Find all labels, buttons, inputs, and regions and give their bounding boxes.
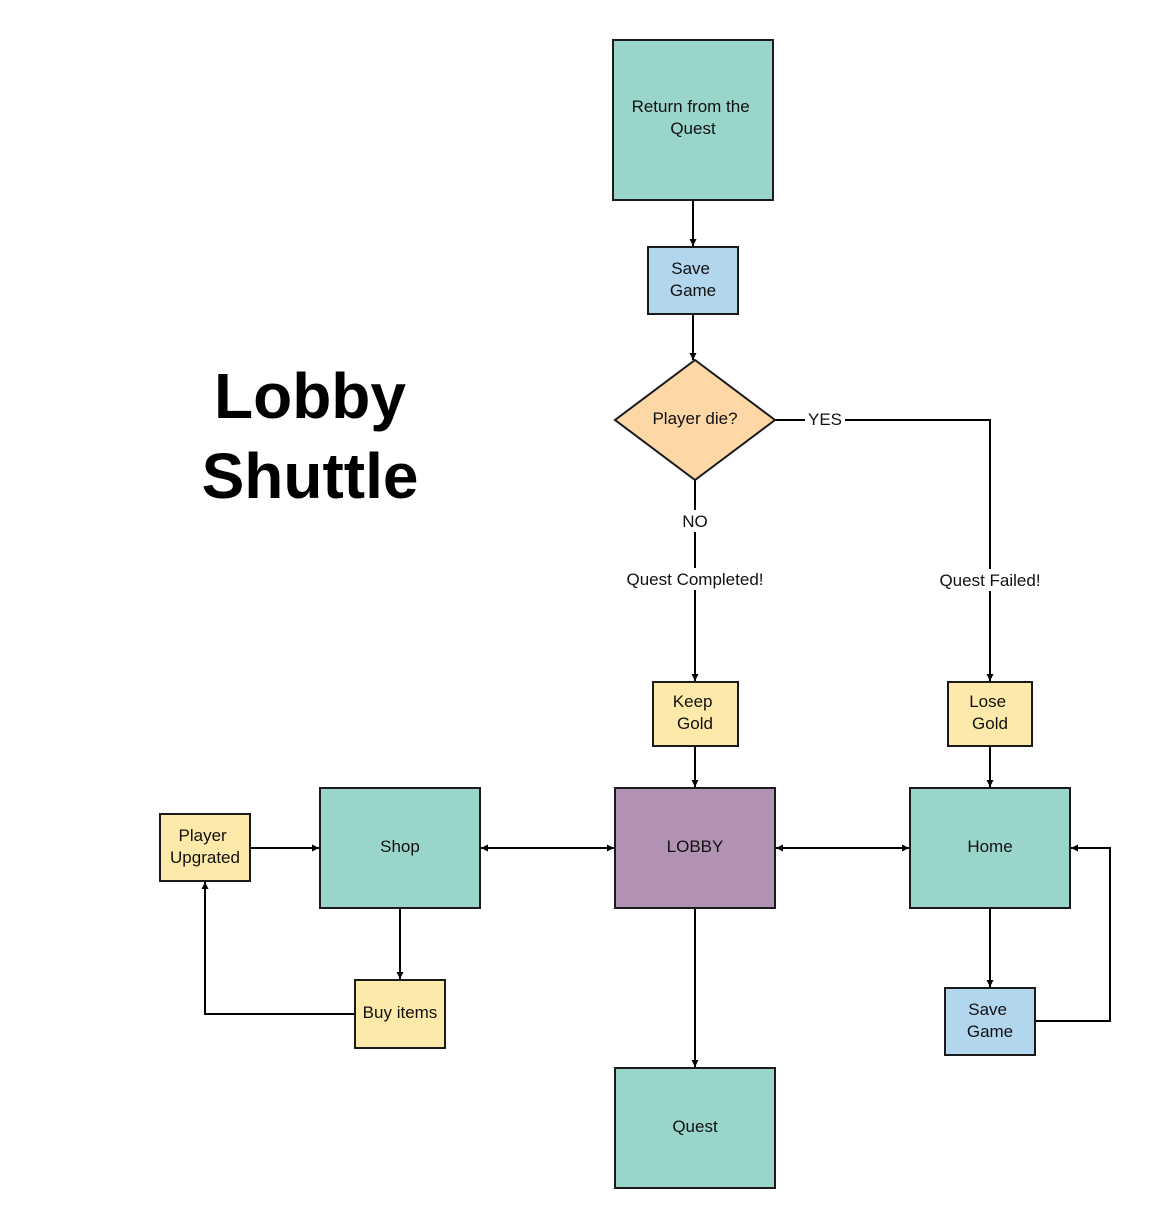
svg-text:Keep Gold: Keep Gold [673, 692, 717, 733]
edge-decision-yes-to-lose-gold [774, 419, 994, 681]
title-line-2: Shuttle [202, 440, 419, 512]
edge-label-no: NO [678, 510, 712, 532]
node-lose-gold-label-1: Lose [969, 692, 1006, 711]
node-buy-items-label: Buy items [363, 1003, 438, 1022]
nodes: Return from the Quest Save Game Player d… [159, 39, 1071, 1189]
edge-buy-items-to-upgraded [201, 882, 355, 1015]
node-keep-gold: Keep Gold [652, 681, 739, 747]
node-quest: Quest [614, 1067, 776, 1189]
svg-text:Save Game: Save Game [670, 259, 716, 300]
node-keep-gold-label-1: Keep [673, 692, 713, 711]
node-save-game-home: Save Game [944, 987, 1036, 1056]
title-line-1: Lobby [214, 360, 406, 432]
node-save-game-top: Save Game [647, 246, 739, 315]
node-quest-label: Quest [672, 1117, 718, 1136]
svg-text:Save Game: Save Game [967, 1000, 1013, 1041]
node-player-upgraded: Player Upgrated [159, 813, 251, 882]
node-save-game-home-label-2: Game [967, 1022, 1013, 1041]
edge-label-quest-completed-text: Quest Completed! [626, 570, 763, 589]
edges [201, 200, 1111, 1067]
node-save-game-top-label-2: Game [670, 281, 716, 300]
node-save-game-home-label-1: Save [968, 1000, 1007, 1019]
edge-label-no-text: NO [682, 512, 708, 531]
svg-text:Return from the Quest: Return from the Quest [632, 97, 755, 138]
edge-save-to-home [1035, 844, 1111, 1022]
node-lobby-label: LOBBY [667, 837, 724, 856]
node-lose-gold: Lose Gold [947, 681, 1033, 747]
node-save-game-top-label-1: Save [671, 259, 710, 278]
edge-labels: YES NO Quest Completed! Quest Failed! [620, 409, 1047, 591]
node-return-from-quest: Return from the Quest [612, 39, 774, 201]
node-keep-gold-label-2: Gold [677, 714, 713, 733]
node-home: Home [909, 787, 1071, 909]
edge-label-yes-text: YES [808, 410, 842, 429]
node-player-upgraded-label-2: Upgrated [170, 848, 240, 867]
node-player-die-decision: Player die? [613, 358, 777, 482]
node-lobby: LOBBY [614, 787, 776, 909]
node-shop-label: Shop [380, 837, 420, 856]
node-shop: Shop [319, 787, 481, 909]
node-return-from-quest-label-1: Return from the [632, 97, 750, 116]
edge-label-yes: YES [805, 409, 845, 430]
edge-label-quest-failed: Quest Failed! [933, 569, 1047, 591]
node-buy-items: Buy items [354, 979, 446, 1049]
node-home-label: Home [967, 837, 1012, 856]
node-return-from-quest-label-2: Quest [670, 119, 716, 138]
edge-label-quest-completed: Quest Completed! [620, 568, 770, 590]
svg-text:Player Upgrated: Player Upgrated [170, 826, 240, 867]
svg-text:Lose Gold: Lose Gold [969, 692, 1011, 733]
edge-label-quest-failed-text: Quest Failed! [939, 571, 1040, 590]
diagram-title: Lobby Shuttle [202, 360, 419, 512]
node-player-upgraded-label-1: Player [179, 826, 228, 845]
node-player-die-label: Player die? [652, 409, 737, 428]
node-lose-gold-label-2: Gold [972, 714, 1008, 733]
